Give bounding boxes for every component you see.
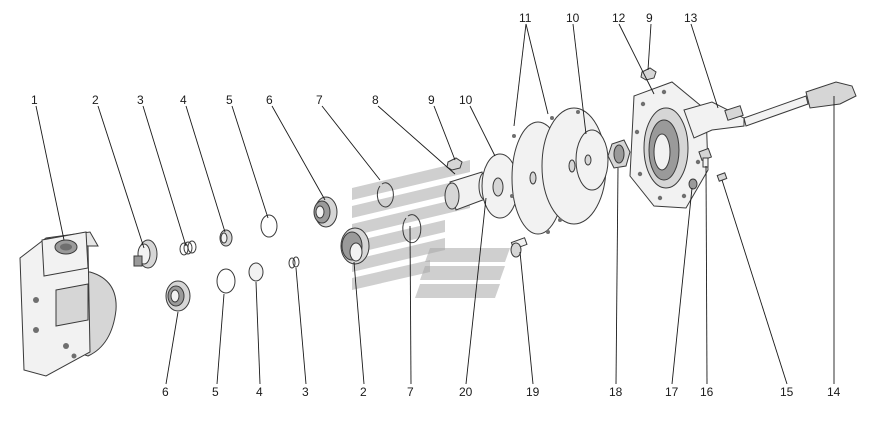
- part-2-bushing-lower: [340, 227, 370, 265]
- callout-8-top: 8: [372, 93, 379, 107]
- leader-lines: [35, 23, 835, 385]
- part-14-handle: [743, 81, 857, 127]
- callout-14-bottom: 14: [827, 385, 841, 399]
- part-1-housing: [19, 231, 117, 377]
- callout-9-top-b: 9: [646, 11, 653, 25]
- callout-6-bottom: 6: [162, 385, 169, 399]
- part-18-nut: [607, 139, 631, 169]
- callout-10-top-a: 10: [459, 93, 473, 107]
- part-4-ring-upper: [219, 229, 233, 247]
- callout-17-bottom: 17: [665, 385, 679, 399]
- part-7-snapring-lower: [402, 214, 422, 244]
- callout-2-top: 2: [92, 93, 99, 107]
- callout-3-top: 3: [137, 93, 144, 107]
- part-19-bolt: [510, 237, 528, 258]
- part-3-spring-lower: [288, 256, 300, 269]
- callout-4-bottom: 4: [256, 385, 263, 399]
- callout-labels: 1 2 3 4 5 6 7 8 9 10 11 10 12 9 13 6 5 4…: [31, 11, 841, 399]
- part-12-flange-cover: [629, 81, 709, 209]
- callout-10-top-b: 10: [566, 11, 580, 25]
- part-15-screw: [716, 172, 728, 182]
- callout-19-bottom: 19: [526, 385, 540, 399]
- part-16-screw: [698, 147, 713, 168]
- callout-16-bottom: 16: [700, 385, 714, 399]
- part-6-bushing-upper: [313, 196, 338, 228]
- callout-3-bottom: 3: [302, 385, 309, 399]
- callout-12-top: 12: [612, 11, 626, 25]
- callout-20-bottom: 20: [459, 385, 473, 399]
- part-5-oring-upper: [260, 214, 278, 238]
- callout-15-bottom: 15: [780, 385, 794, 399]
- callout-1-top: 1: [31, 93, 38, 107]
- callout-5-top: 5: [226, 93, 233, 107]
- callout-11-top: 11: [519, 11, 532, 25]
- part-17-screw: [688, 178, 698, 190]
- callout-7-bottom: 7: [407, 385, 414, 399]
- callout-4-top: 4: [180, 93, 187, 107]
- part-20-disc: [481, 153, 519, 219]
- part-3-spring-upper: [179, 240, 197, 256]
- callout-9-top-a: 9: [428, 93, 435, 107]
- part-9-nut-top: [640, 67, 657, 81]
- callout-2-bottom: 2: [360, 385, 367, 399]
- callout-7-top: 7: [316, 93, 323, 107]
- part-13-lever-arm: [683, 101, 745, 139]
- callout-6-top: 6: [266, 93, 273, 107]
- callout-18-bottom: 18: [609, 385, 623, 399]
- part-4-disc-lower: [248, 262, 264, 282]
- part-7-snapring-upper: [376, 182, 394, 208]
- callout-13-top: 13: [684, 11, 698, 25]
- callout-5-bottom: 5: [212, 385, 219, 399]
- part-10-disc-rear: [575, 129, 609, 191]
- part-6-washer-lower: [165, 280, 191, 312]
- part-5-oring-lower: [216, 268, 236, 294]
- part-2-cap-upper: [133, 239, 158, 269]
